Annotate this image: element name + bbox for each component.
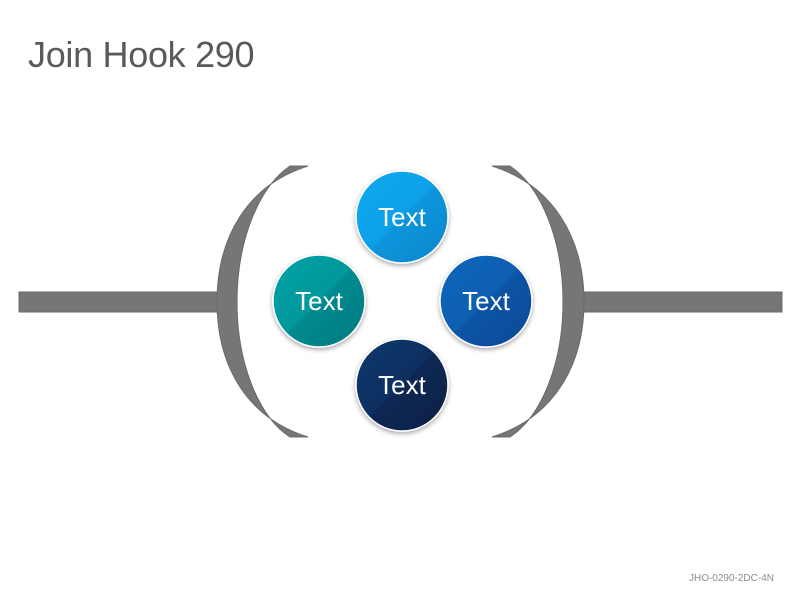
left-connector-bar xyxy=(18,291,222,313)
left-bracket-hook xyxy=(216,165,309,438)
right-connector-bar xyxy=(579,291,783,313)
left-node-label: Text xyxy=(295,286,343,316)
left-node xyxy=(272,254,366,348)
right-node xyxy=(439,254,533,348)
right-bracket-hook xyxy=(491,165,585,438)
bottom-node-label: Text xyxy=(378,370,426,400)
slide-title: Join Hook 290 xyxy=(28,34,255,75)
top-node-label: Text xyxy=(378,202,426,232)
top-node xyxy=(355,170,449,264)
bottom-node xyxy=(355,338,449,432)
right-node-label: Text xyxy=(462,286,510,316)
footer-code: JHO-0290-2DC-4N xyxy=(688,573,774,584)
